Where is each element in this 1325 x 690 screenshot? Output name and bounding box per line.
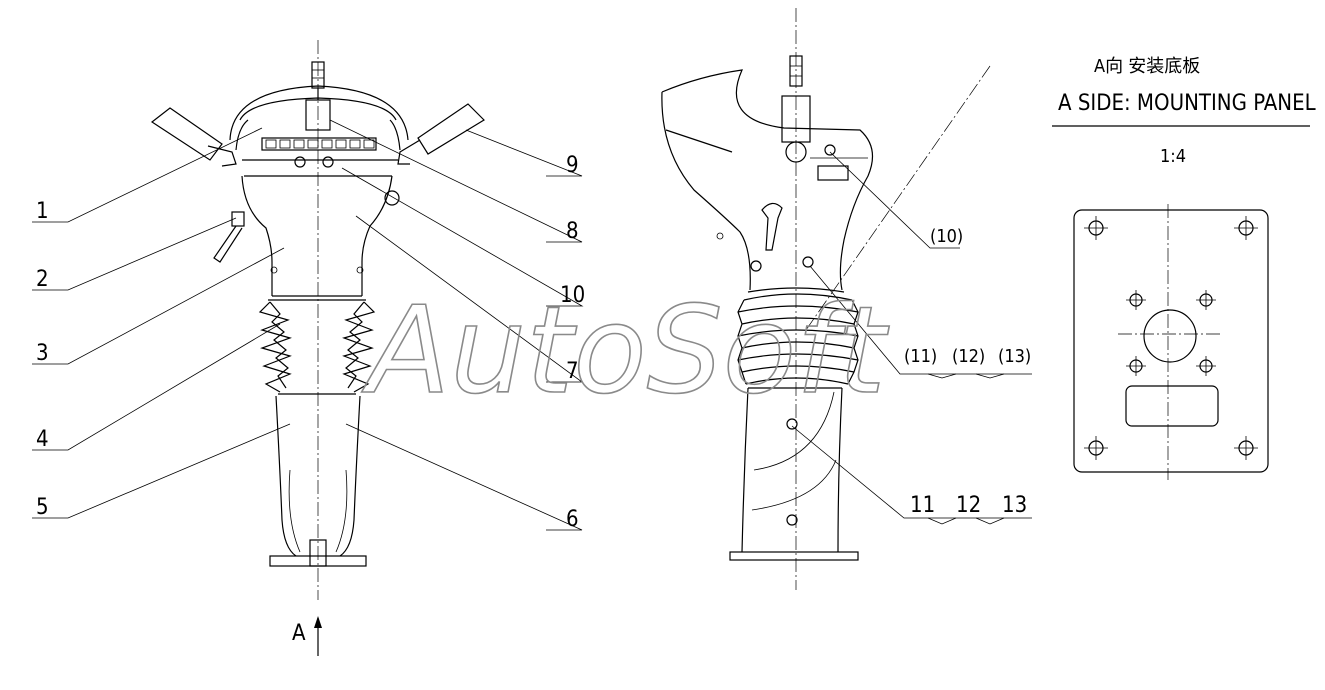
callout-1: 1 bbox=[36, 199, 49, 224]
side-callout-11: 11 bbox=[910, 493, 935, 518]
side-callout-12-paren: (12) bbox=[952, 346, 985, 367]
front-view bbox=[150, 40, 485, 600]
mounting-panel-view: A向 安装底板 A SIDE: MOUNTING PANEL 1:4 bbox=[1052, 56, 1316, 480]
side-callout-13: 13 bbox=[1002, 493, 1027, 518]
callout-6: 6 bbox=[566, 507, 579, 532]
side-callout-11-paren: (11) bbox=[904, 346, 937, 367]
side-callout-13-paren: (13) bbox=[998, 346, 1031, 367]
front-view-leaders bbox=[32, 119, 584, 531]
panel-title-en: A SIDE: MOUNTING PANEL bbox=[1058, 91, 1316, 116]
side-callout-10: (10) bbox=[930, 226, 963, 247]
callout-7: 7 bbox=[566, 359, 579, 384]
callout-2: 2 bbox=[36, 267, 49, 292]
view-marker-label: A bbox=[292, 621, 306, 646]
callout-5: 5 bbox=[36, 495, 49, 520]
watermark: AutoSoft bbox=[361, 282, 889, 421]
callout-4: 4 bbox=[36, 427, 49, 452]
callout-9: 9 bbox=[566, 153, 579, 178]
callout-3: 3 bbox=[36, 341, 49, 366]
panel-title-cn: A向 安装底板 bbox=[1094, 56, 1200, 77]
callout-10: 10 bbox=[560, 283, 585, 308]
side-callout-12: 12 bbox=[956, 493, 981, 518]
side-view bbox=[661, 8, 991, 590]
view-direction-marker: A bbox=[292, 616, 322, 656]
panel-scale: 1:4 bbox=[1160, 146, 1186, 167]
callout-8: 8 bbox=[566, 219, 579, 244]
side-view-leaders bbox=[791, 151, 1032, 525]
